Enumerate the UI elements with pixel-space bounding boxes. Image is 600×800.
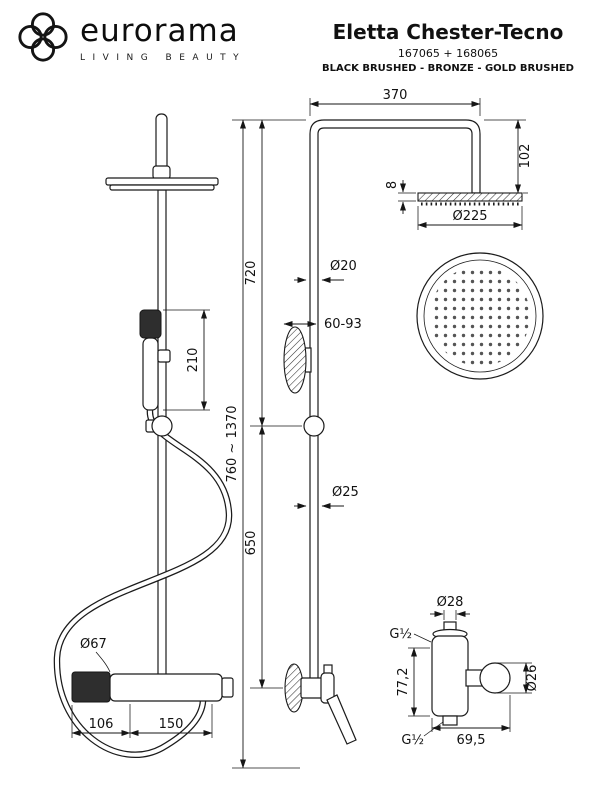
product-codes: 167065 + 168065	[397, 47, 499, 60]
label-g12-top: G½	[389, 627, 412, 642]
product-title: Eletta Chester-Tecno	[332, 20, 564, 44]
side-view: 370 102 8 Ø225 720 760 ~ 1370	[225, 88, 533, 769]
title-block: Eletta Chester-Tecno 167065 + 168065 BLA…	[308, 20, 588, 74]
brand-tagline: LIVING BEAUTY	[80, 53, 247, 63]
brand-name: eurorama	[80, 13, 239, 49]
dim-210: 210	[186, 348, 201, 373]
dim-150: 150	[159, 717, 184, 732]
dim-o20: Ø20	[330, 259, 357, 274]
dim-o26: Ø26	[525, 665, 540, 692]
front-view: 210 Ø67 106 150	[53, 113, 234, 759]
header: eurorama LIVING BEAUTY Eletta Chester-Te…	[0, 0, 600, 88]
shower-head-face-view	[416, 252, 544, 380]
product-finishes: BLACK BRUSHED - BRONZE - GOLD BRUSHED	[322, 63, 574, 74]
dim-69-5: 69,5	[457, 733, 486, 748]
dim-o28: Ø28	[437, 595, 464, 610]
dim-o25: Ø25	[332, 485, 359, 500]
brand-block: eurorama LIVING BEAUTY	[16, 10, 246, 64]
dim-106: 106	[89, 717, 114, 732]
dim-720: 720	[244, 261, 259, 286]
dim-102: 102	[518, 144, 533, 169]
mixer-detail-view: Ø28 G½ 77,2 Ø26 G½ 69,5	[389, 595, 540, 748]
dim-60-93: 60-93	[324, 317, 362, 332]
label-g12-bottom: G½	[401, 733, 424, 748]
dim-370: 370	[383, 88, 408, 103]
eurorama-logo-icon	[18, 12, 68, 62]
technical-drawing: 210 Ø67 106 150	[53, 88, 544, 769]
dim-o225: Ø225	[452, 209, 487, 224]
dim-o67: Ø67	[80, 637, 107, 652]
brand-text: eurorama LIVING BEAUTY	[80, 10, 247, 64]
dim-77-2: 77,2	[396, 668, 411, 697]
dim-650: 650	[244, 531, 259, 556]
dim-total-height: 760 ~ 1370	[225, 405, 240, 482]
dim-8: 8	[385, 181, 400, 189]
